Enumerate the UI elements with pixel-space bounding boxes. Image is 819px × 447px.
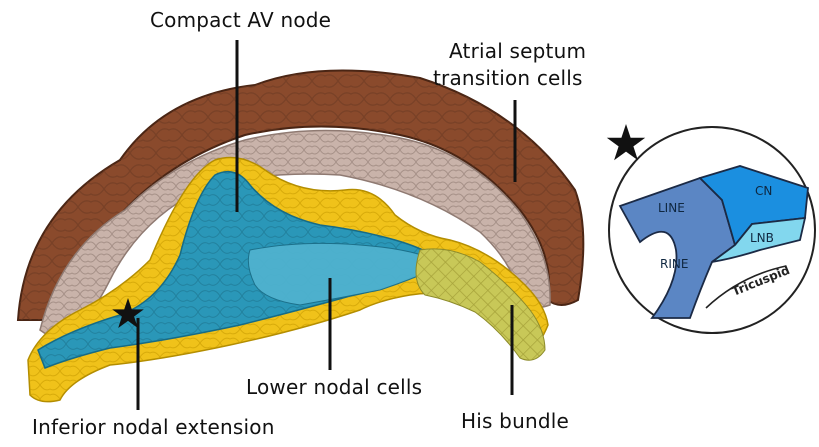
label-inferior-nodal-extension: Inferior nodal extension xyxy=(32,415,275,439)
inset-schematic: LINE CN LNB RINE Tricuspid xyxy=(609,127,815,333)
label-atrial-septum-line2: transition cells xyxy=(433,66,583,90)
inset-label-cn: CN xyxy=(755,184,772,198)
inset-label-line: LINE xyxy=(658,201,685,215)
label-his-bundle: His bundle xyxy=(461,409,569,433)
inset-label-rine: RINE xyxy=(660,257,688,271)
label-lower-nodal-cells: Lower nodal cells xyxy=(246,375,422,399)
label-atrial-septum-line1: Atrial septum xyxy=(449,39,586,63)
inset-star-icon xyxy=(607,124,645,160)
inset-label-lnb: LNB xyxy=(750,231,774,245)
label-compact-av-node: Compact AV node xyxy=(150,8,331,32)
